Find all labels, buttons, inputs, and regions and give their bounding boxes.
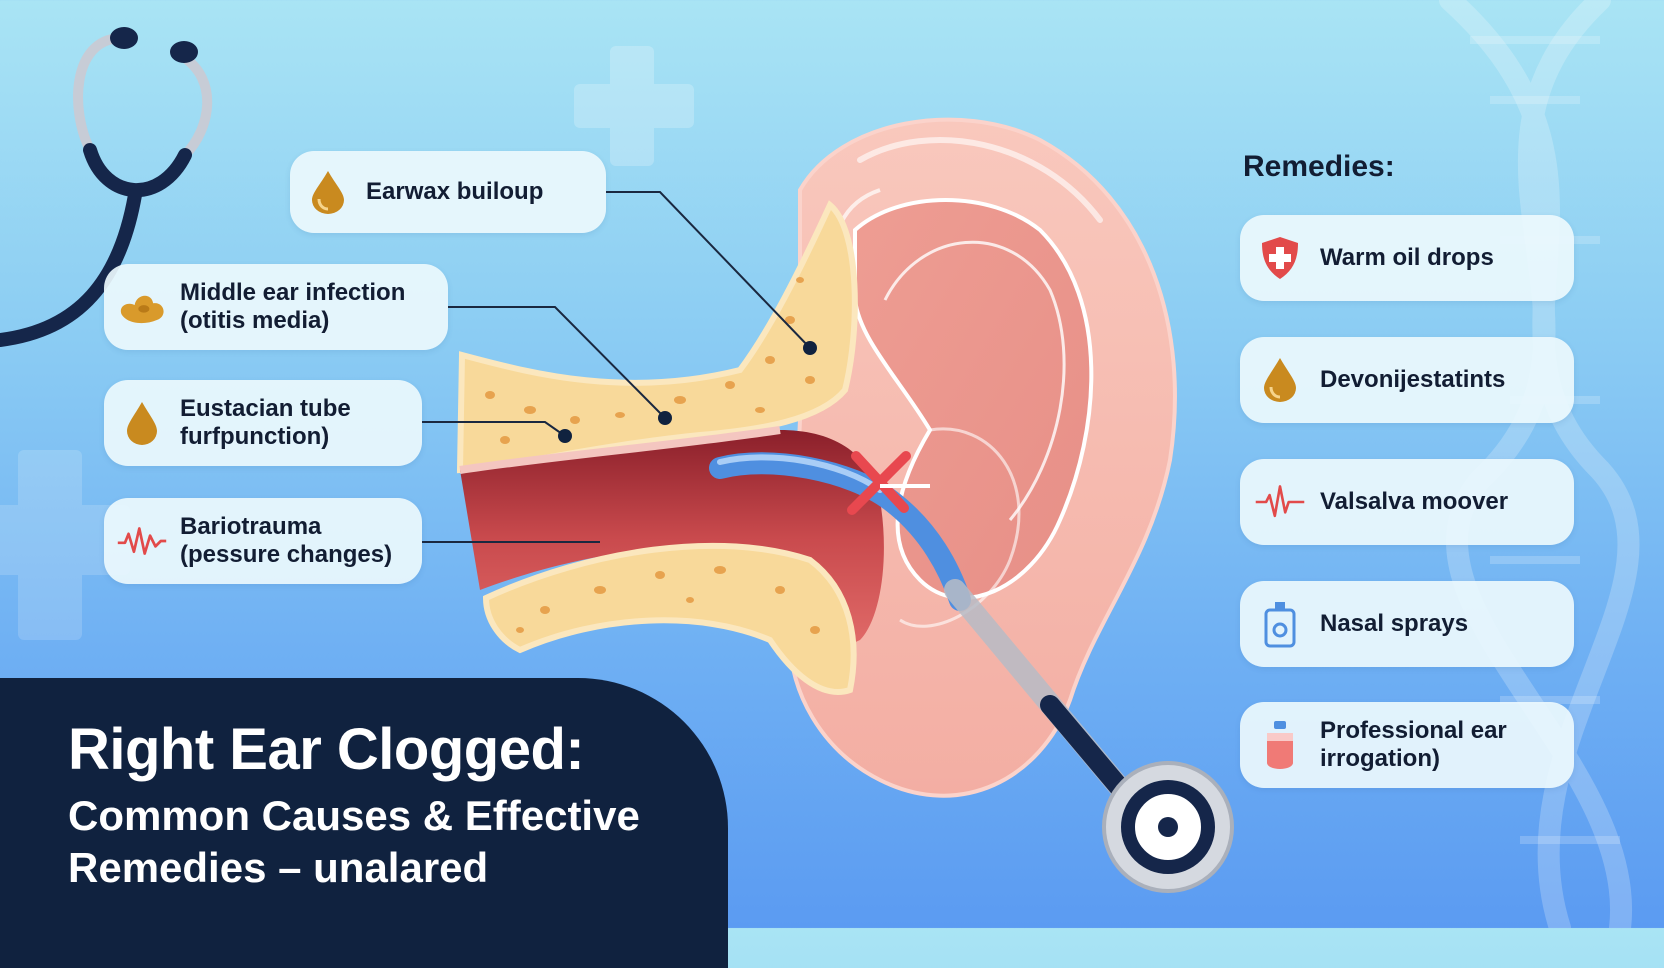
cause-label: Earwax builoup bbox=[366, 178, 544, 205]
medical-cross-icon bbox=[0, 450, 130, 640]
remedy-label: Valsalva moover bbox=[1320, 488, 1509, 515]
heartbeat-icon bbox=[1254, 476, 1306, 528]
blockage-mark-icon bbox=[847, 451, 911, 515]
cause-label: Eustacian tube furfpunction) bbox=[180, 395, 351, 450]
upper-temporal-bone bbox=[456, 200, 858, 474]
page-subtitle: Common Causes & Effective Remedies – una… bbox=[68, 792, 640, 891]
medical-shield-icon bbox=[1254, 232, 1306, 284]
page-title: Right Ear Clogged: bbox=[68, 717, 585, 782]
drop-icon bbox=[116, 397, 168, 449]
remedy-label: Professional ear irrogation) bbox=[1320, 717, 1507, 772]
remedy-label: Nasal sprays bbox=[1320, 610, 1469, 637]
ear-canal bbox=[460, 430, 884, 646]
cause-item-middle-ear-infection: Middle ear infection (otitis media) bbox=[104, 264, 448, 350]
blob-icon bbox=[116, 281, 168, 333]
remedy-item-valsalva-maneuver: Valsalva moover bbox=[1240, 459, 1574, 545]
irrigation-bottle-icon bbox=[1254, 719, 1306, 771]
title-panel bbox=[0, 678, 728, 968]
remedy-item-warm-oil-drops: Warm oil drops bbox=[1240, 215, 1574, 301]
stethoscope-icon bbox=[0, 33, 213, 347]
medical-cross-icon bbox=[574, 46, 694, 166]
cause-item-barotrauma: Bariotrauma (pessure changes) bbox=[104, 498, 422, 584]
cause-item-earwax: Earwax builoup bbox=[290, 151, 606, 233]
oil-drop-icon bbox=[302, 166, 354, 218]
cause-label: Bariotrauma (pessure changes) bbox=[180, 513, 393, 568]
lower-temporal-bone bbox=[482, 542, 857, 695]
remedy-label: Devonijestatints bbox=[1320, 366, 1506, 393]
spray-bottle-icon bbox=[1254, 598, 1306, 650]
drop-icon bbox=[1254, 354, 1306, 406]
remedy-item-nasal-sprays: Nasal sprays bbox=[1240, 581, 1574, 667]
remedies-heading: Remedies: bbox=[1243, 150, 1395, 183]
leader-lines bbox=[422, 191, 811, 543]
remedy-item-decongestants: Devonijestatints bbox=[1240, 337, 1574, 423]
pulse-wave-icon bbox=[116, 515, 168, 567]
ear-anatomy-illustration bbox=[0, 27, 1234, 893]
stethoscope-chestpiece-icon bbox=[1102, 761, 1234, 893]
remedy-item-professional-ear-irrigation: Professional ear irrogation) bbox=[1240, 702, 1574, 788]
remedy-label: Warm oil drops bbox=[1320, 244, 1494, 271]
cause-label: Middle ear infection (otitis media) bbox=[180, 279, 406, 334]
cause-item-eustachian-tube: Eustacian tube furfpunction) bbox=[104, 380, 422, 466]
